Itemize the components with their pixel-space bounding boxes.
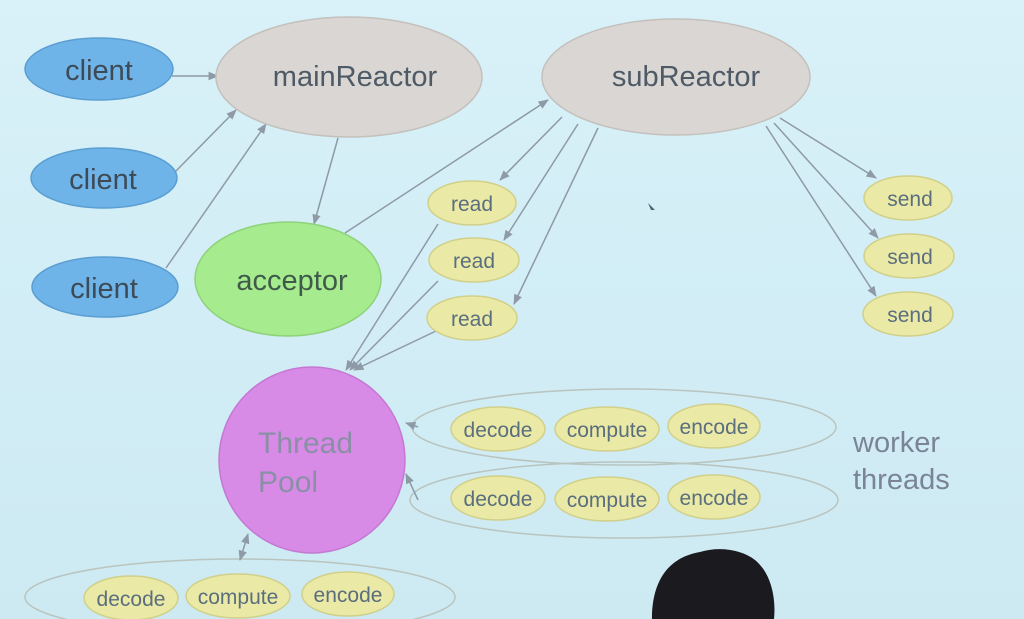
arrow-worker2-threadpool [405, 473, 419, 501]
client-node-3: client [31, 256, 179, 318]
compute-node [185, 573, 291, 619]
encode-label: encode [680, 487, 749, 510]
read-label-2: read [453, 250, 495, 273]
audience-head-silhouette [652, 549, 775, 619]
acceptor-label: acceptor [236, 265, 348, 297]
thread-pool-label-line2: Pool [258, 466, 318, 499]
send-node-3: send [862, 291, 954, 337]
decode-node [450, 406, 546, 452]
client-node-1: client [24, 37, 174, 101]
read-node-2: read [428, 237, 520, 283]
compute-node [554, 476, 660, 522]
client-label-3: client [70, 273, 138, 305]
compute-label: compute [567, 419, 648, 442]
arrow-mainreactor-acceptor [312, 137, 339, 226]
arrow-subreactor-send3 [765, 125, 877, 297]
arrow-read1-threadpool [345, 223, 439, 371]
compute-label: compute [198, 586, 279, 609]
arrow-acceptor-subreactor [344, 99, 549, 234]
arrow-read2-threadpool [349, 280, 439, 371]
send-label-3: send [887, 304, 933, 327]
main-reactor-label: mainReactor [273, 61, 438, 93]
worker-row-1: decode compute encode [450, 403, 761, 452]
arrow-subreactor-read2 [503, 123, 579, 241]
send-node-1: send [863, 175, 953, 221]
encode-label: encode [314, 584, 383, 607]
send-label-1: send [887, 188, 933, 211]
mouse-cursor-icon [648, 203, 655, 210]
arrow-worker1-threadpool [405, 422, 419, 430]
worker-row-2: decode compute encode [450, 474, 761, 522]
arrow-read3-threadpool [353, 330, 437, 371]
worker-threads-label-line2: threads [853, 464, 950, 496]
arrow-client2-mainreactor [174, 109, 237, 173]
worker-threads-label-line1: worker [852, 427, 940, 459]
encode-node [667, 403, 761, 449]
decode-node [83, 575, 179, 619]
thread-pool-label-line1: Thread [258, 427, 353, 460]
bottom-row: decode compute encode [83, 571, 395, 619]
send-node-2: send [863, 233, 955, 279]
arrow-client3-mainreactor [165, 123, 267, 269]
compute-node [554, 406, 660, 452]
compute-label: compute [567, 489, 648, 512]
encode-node [301, 571, 395, 617]
decode-label: decode [97, 588, 166, 611]
client-node-2: client [30, 147, 178, 209]
worker-thread-group-2 [409, 461, 839, 539]
client-label-1: client [65, 55, 133, 87]
arrow-subreactor-send1 [779, 117, 877, 179]
read-node-1: read [427, 180, 517, 226]
arrow-subreactor-read1 [499, 116, 563, 181]
sub-reactor-label: subReactor [612, 61, 761, 93]
encode-label: encode [680, 416, 749, 439]
acceptor-node: acceptor [194, 221, 382, 337]
arrow-subreactor-read3 [513, 127, 599, 305]
send-label-2: send [887, 246, 933, 269]
thread-pool-node: Thread Pool [218, 366, 406, 554]
client-label-2: client [69, 164, 137, 196]
read-node-3: read [426, 295, 518, 341]
decode-label: decode [464, 419, 533, 442]
read-label-1: read [451, 193, 493, 216]
encode-node [667, 474, 761, 520]
sub-reactor-node: subReactor [541, 18, 811, 136]
arrow-subreactor-send2 [773, 122, 879, 239]
decode-node [450, 475, 546, 521]
arrow-bottom-threadpool [238, 532, 250, 562]
read-label-3: read [451, 308, 493, 331]
main-reactor-node: mainReactor [215, 16, 483, 138]
arrows [165, 71, 879, 562]
decode-label: decode [464, 488, 533, 511]
